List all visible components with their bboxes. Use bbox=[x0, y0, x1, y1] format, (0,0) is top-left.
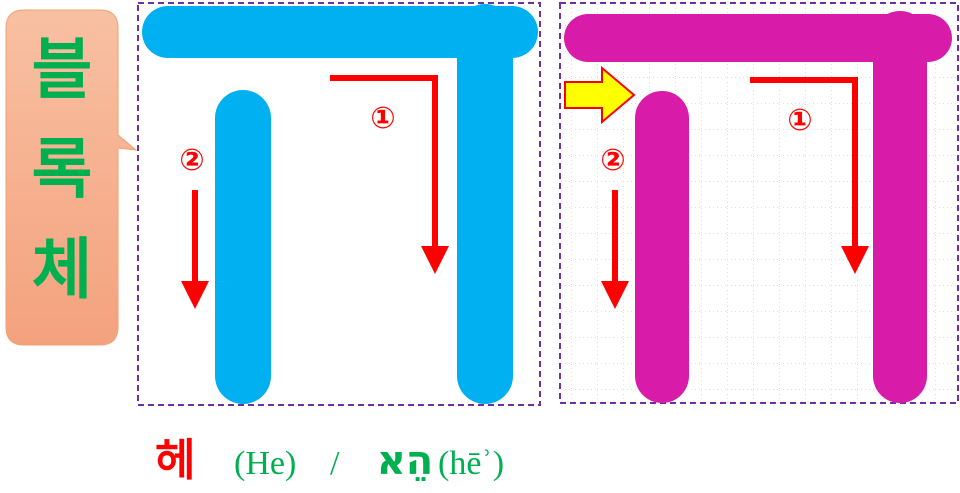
stroke-arrow-2 bbox=[181, 190, 209, 309]
left-panel: ① ② bbox=[137, 2, 541, 406]
stroke-arrow-1 bbox=[750, 77, 869, 274]
stroke-label-2: ② bbox=[179, 143, 204, 178]
stroke-label-1: ① bbox=[370, 101, 395, 136]
caption-separator: / bbox=[330, 445, 340, 482]
right-panel: ① ② bbox=[559, 2, 959, 404]
style-callout: 블 록 체 bbox=[5, 9, 138, 346]
letter-he-magenta bbox=[564, 11, 952, 403]
yellow-pointer-arrow-icon bbox=[564, 65, 636, 125]
callout-char-2: 록 bbox=[32, 131, 93, 208]
stroke-label-1: ① bbox=[787, 103, 812, 138]
stroke-label-2: ② bbox=[600, 143, 625, 178]
caption-latin: (He) bbox=[234, 445, 296, 482]
caption-transliteration: (hēʾ) bbox=[438, 445, 504, 482]
caption: 헤 (He) / הֵא (hēʾ) bbox=[155, 435, 504, 486]
caption-hebrew: הֵא bbox=[377, 438, 434, 484]
callout-char-3: 체 bbox=[32, 231, 93, 308]
stroke-arrow-2 bbox=[601, 190, 629, 309]
stroke-arrow-1 bbox=[330, 75, 449, 274]
callout-char-1: 블 bbox=[32, 31, 93, 108]
caption-korean: 헤 bbox=[155, 435, 195, 486]
letter-he-blue bbox=[142, 4, 538, 404]
